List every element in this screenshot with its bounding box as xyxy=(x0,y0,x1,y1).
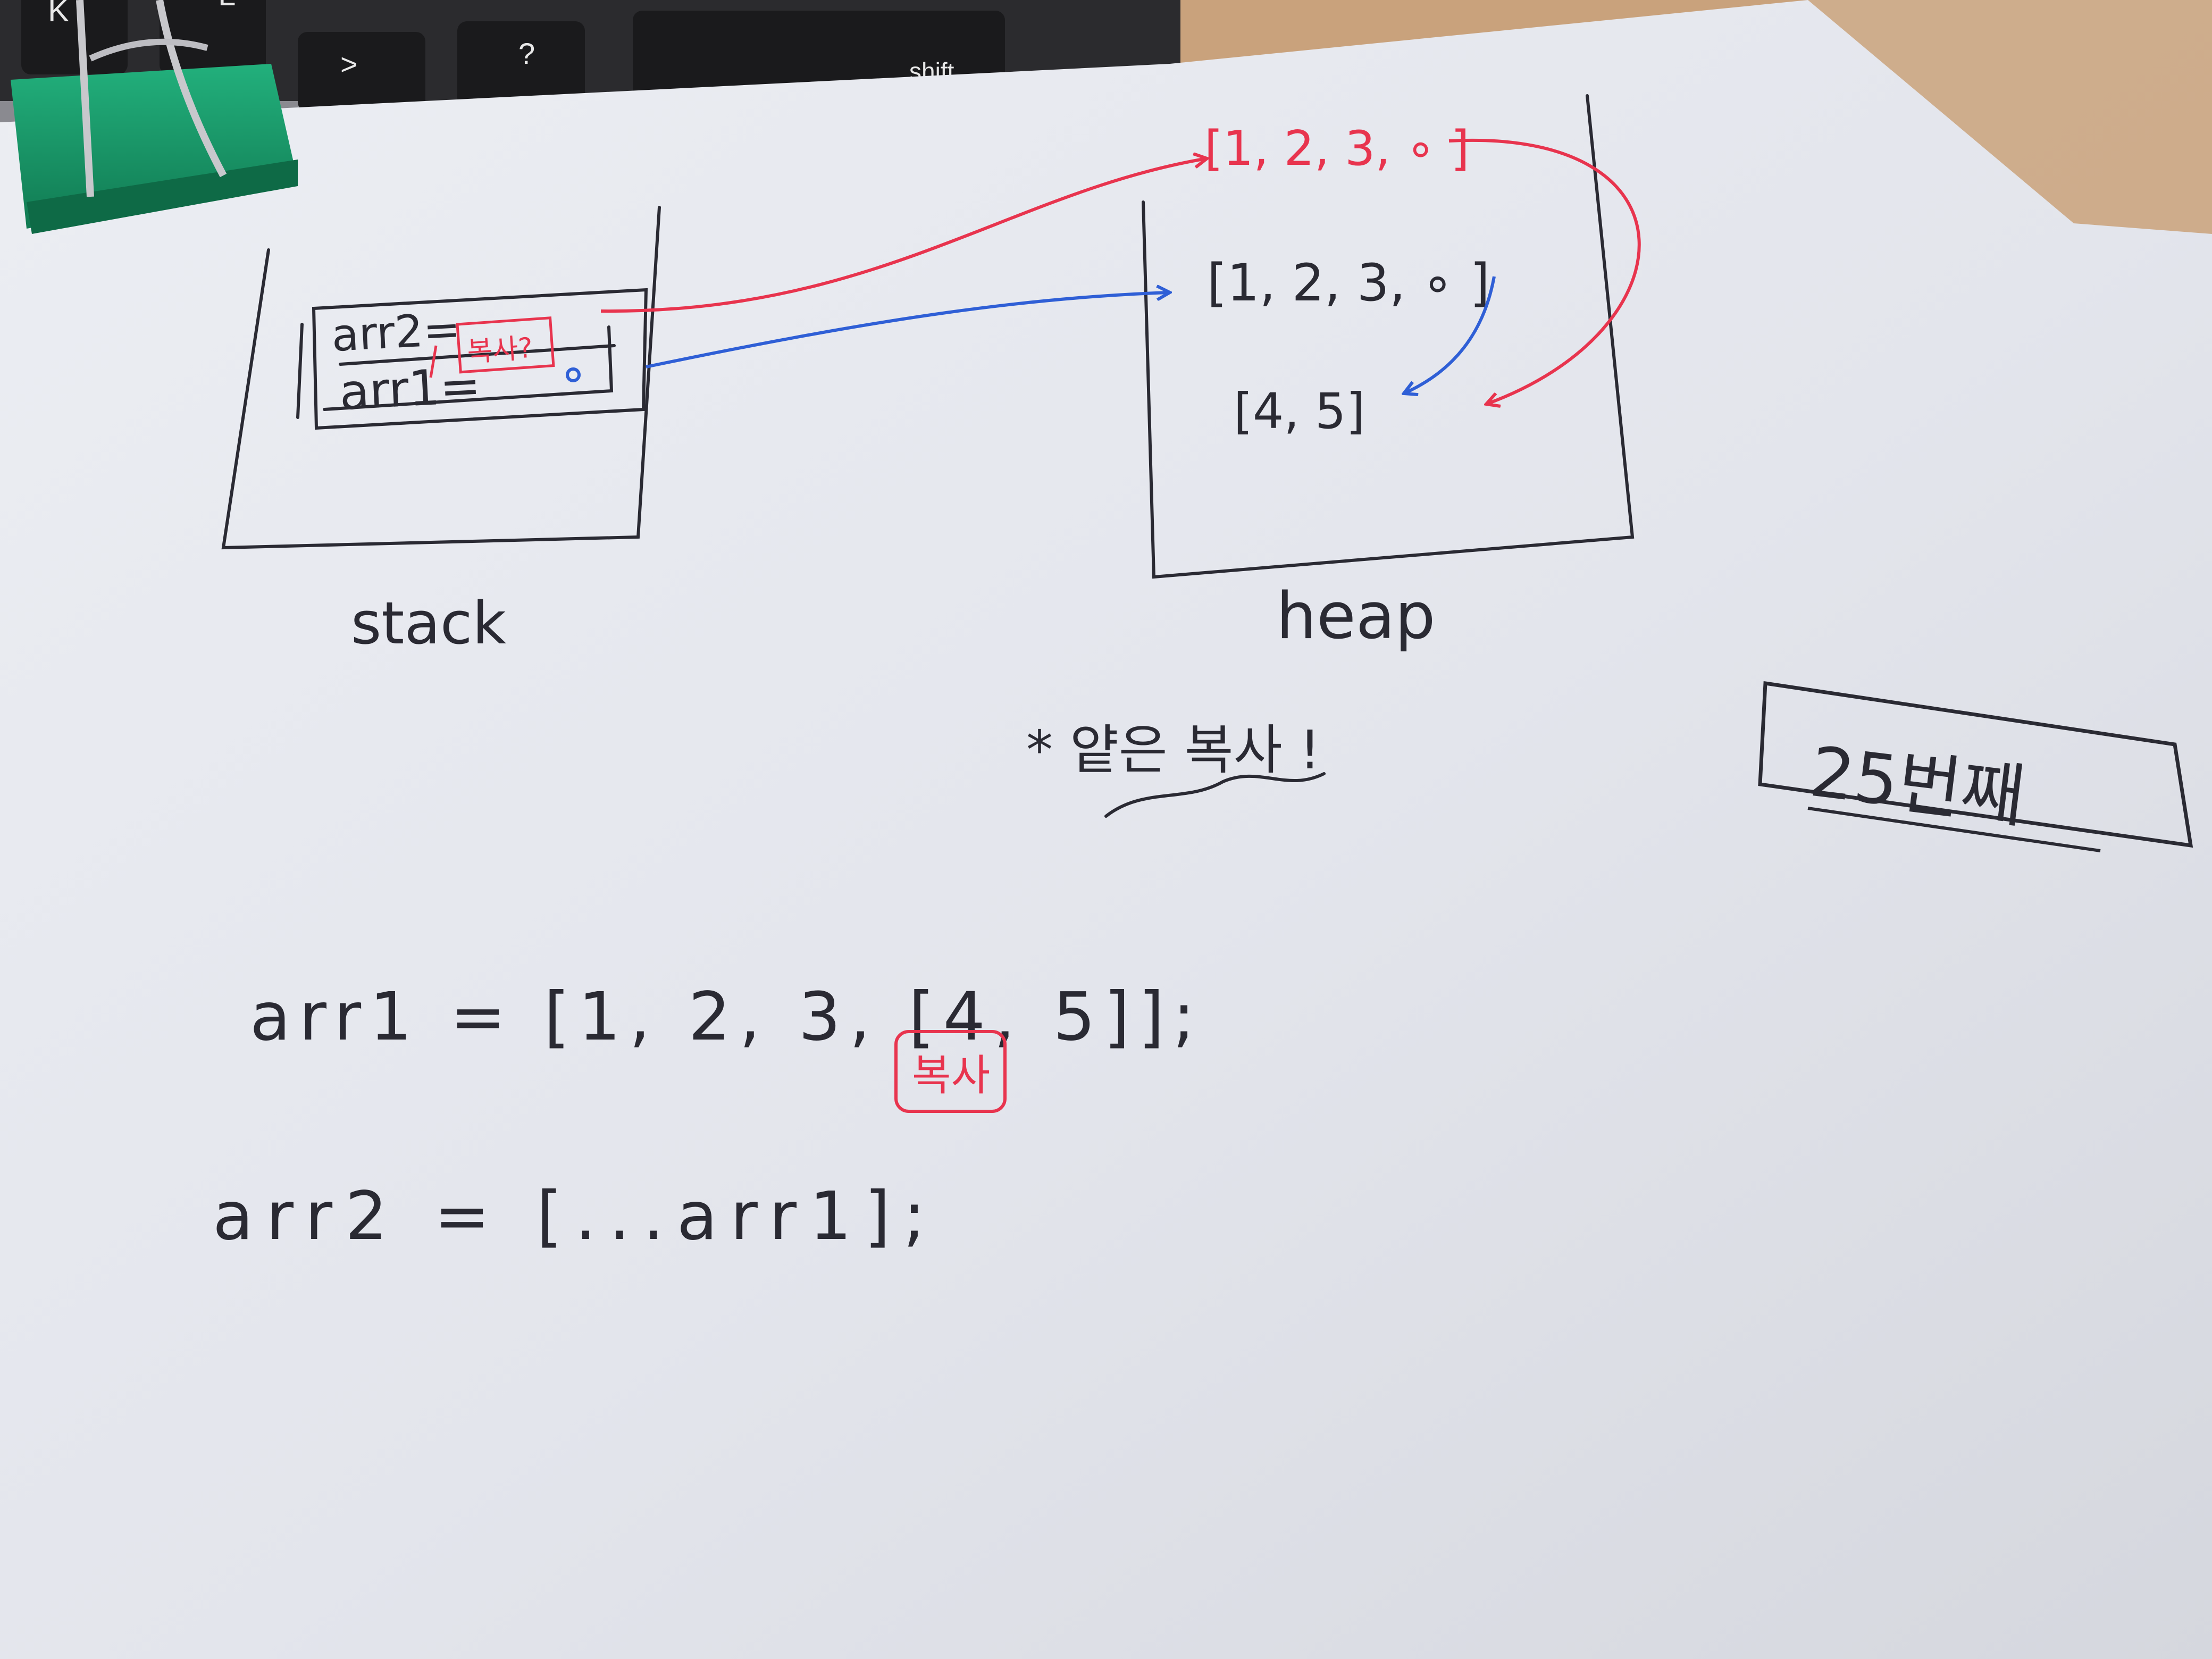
heap-box xyxy=(1142,94,1635,579)
keyboard-key xyxy=(457,21,585,112)
key-label-k: K xyxy=(48,0,69,28)
stack-pointer-dot xyxy=(566,367,581,382)
stack-row-arr2: arr2= xyxy=(330,303,462,362)
stack-label: stack xyxy=(351,589,506,657)
stack-arr1-label: arr1= xyxy=(338,357,482,421)
heap-label: heap xyxy=(1276,580,1436,653)
heap-red-array: [1, 2, 3, ∘ ] xyxy=(1204,121,1470,177)
keyboard-key xyxy=(21,0,128,74)
heap-blue-array: [1, 2, 3, ∘ ] xyxy=(1207,253,1490,313)
laptop-keyboard: K L > ? shift xyxy=(0,0,1180,133)
code-line-arr1: arr1 = [1, 2, 3, [4, 5]]; xyxy=(250,978,1204,1055)
key-label-greater: > xyxy=(340,47,358,81)
red-reference-arrow xyxy=(600,158,1207,313)
key-label-question: ? xyxy=(518,37,535,70)
key-label-l: L xyxy=(218,0,236,12)
shallow-copy-underline xyxy=(1104,772,1326,818)
keyboard-key xyxy=(298,32,425,112)
stack-row-arr1: arr1= xyxy=(338,357,482,421)
binder-clip xyxy=(11,0,298,234)
heap-inner-array: [4, 5] xyxy=(1234,383,1365,440)
keyboard-key xyxy=(160,0,266,74)
blue-nested-arrow xyxy=(1404,276,1496,393)
blue-reference-arrow xyxy=(646,292,1170,368)
copy-label-box: 복사 xyxy=(894,1030,1007,1113)
code-line-arr2: arr2 = [...arr1]; xyxy=(213,1178,938,1255)
copy-label-text: 복사 xyxy=(912,1051,990,1100)
shallow-copy-note: * 얕은 복사 ! xyxy=(1026,719,1320,781)
paper-shadow xyxy=(1808,0,2212,234)
red-nested-arrow xyxy=(1448,138,1641,404)
stack-arr2-label: arr2= xyxy=(330,303,462,362)
stack-copy-note-text: 복사? xyxy=(466,332,534,368)
stack-copy-note: 복사? xyxy=(429,316,555,378)
stack-box xyxy=(221,206,661,550)
